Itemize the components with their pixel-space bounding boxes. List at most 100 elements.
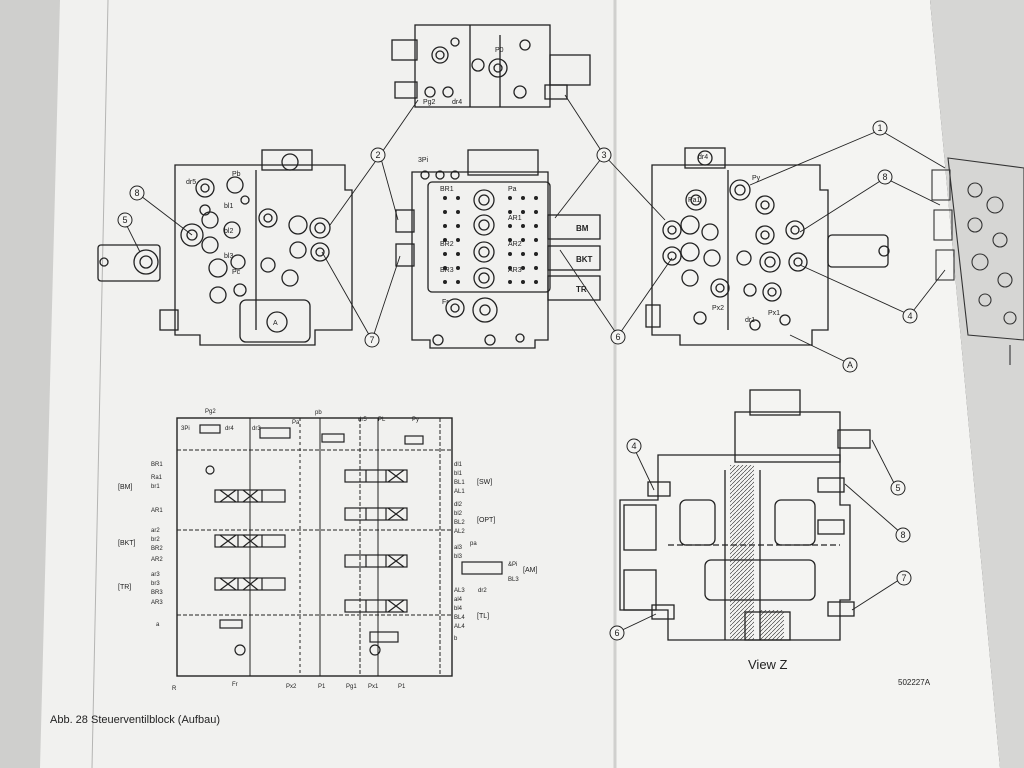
right-label-dr4: dr4 xyxy=(698,154,708,161)
center-label-ar2: AR2 xyxy=(508,241,522,248)
sch-dr2: dr2 xyxy=(478,588,487,594)
sch-group-opt: [OPT] xyxy=(477,517,495,524)
sch-right-1: bl1 xyxy=(454,471,463,477)
sch-left-6: BR2 xyxy=(151,546,163,552)
sch-am-bl3: BL3 xyxy=(508,577,519,583)
sch-right-0: dl1 xyxy=(454,462,463,468)
left-label-dr5: dr5 xyxy=(186,179,196,186)
center-label-pa: Pa xyxy=(508,186,517,193)
callout-8-viewz: 8 xyxy=(900,530,905,540)
center-label-br1: BR1 xyxy=(440,186,454,193)
sch-top-5: dr5 xyxy=(358,417,367,423)
top-label-pg2: Pg2 xyxy=(423,99,436,106)
sch-right-10: bl3 xyxy=(454,554,463,560)
center-label-ar1: AR1 xyxy=(508,215,522,222)
sch-left-7: AR2 xyxy=(151,557,163,563)
sch-group-bkt: [BKT] xyxy=(118,540,136,547)
top-label-dr4: dr4 xyxy=(452,99,462,106)
sch-bottom-6: P1 xyxy=(398,684,406,690)
sch-bottom-3: P1 xyxy=(318,684,326,690)
callout-numbers: 2 3 1 8 8 5 7 6 4 A 4 5 8 7 6 xyxy=(122,123,912,638)
sch-top-1: dr4 xyxy=(225,426,234,432)
center-label-fr: Fr xyxy=(442,299,449,306)
sch-bottom-4: Pg1 xyxy=(346,684,357,690)
port-label-bkt: BKT xyxy=(576,255,593,264)
callout-7-center: 7 xyxy=(369,335,374,345)
sch-right-14: BL4 xyxy=(454,615,465,621)
sch-right-3: AL1 xyxy=(454,489,465,495)
sch-right-13: bl4 xyxy=(454,606,463,612)
callout-8-left: 8 xyxy=(134,188,139,198)
sch-top-3: Pa xyxy=(292,420,300,426)
sch-left-11: AR3 xyxy=(151,600,163,606)
callout-5-left: 5 xyxy=(122,215,127,225)
sch-left-12: a xyxy=(156,622,160,628)
sch-top-6: PL xyxy=(378,417,386,423)
left-label-bl3: bl3 xyxy=(224,253,233,260)
right-label-px2: Px2 xyxy=(712,305,724,312)
port-label-bm: BM xyxy=(576,224,589,233)
left-label-bl1: bl1 xyxy=(224,203,233,210)
sch-right-2: BL1 xyxy=(454,480,465,486)
sch-left-0: BR1 xyxy=(151,462,163,468)
figure-number: 502227A xyxy=(898,678,931,687)
callout-6-viewz: 6 xyxy=(614,628,619,638)
schematic-left-ports: BR1 Ra1 br1 AR1 ar2 br2 BR2 AR2 ar3 br3 … xyxy=(151,462,163,628)
sch-right-16: b xyxy=(454,636,458,642)
callout-1-top: 1 xyxy=(877,123,882,133)
center-label-br2: BR2 xyxy=(440,241,454,248)
callout-4-viewz: 4 xyxy=(631,441,636,451)
callout-5-viewz: 5 xyxy=(895,483,900,493)
sch-left-3: AR1 xyxy=(151,508,163,514)
schematic-spools xyxy=(199,424,503,656)
sch-top-4: pb xyxy=(315,410,322,416)
sch-top-3pi: 3Pi xyxy=(181,426,190,432)
right-label-py: Py xyxy=(752,175,761,182)
sch-right-8: pa xyxy=(470,541,477,547)
left-label-pb: Pb xyxy=(232,171,241,178)
sch-right-12: al4 xyxy=(454,597,463,603)
left-label-a: A xyxy=(273,320,278,327)
schematic-right-groups: [SW] [OPT] [AM] [TL] xyxy=(477,479,537,620)
callout-2-top: 2 xyxy=(375,150,380,160)
sch-group-tr: [TR] xyxy=(118,584,131,591)
top-label-p0: P0 xyxy=(495,47,504,54)
callout-8-right: 8 xyxy=(882,172,887,182)
sch-bottom-2: Px2 xyxy=(286,684,297,690)
sch-right-6: BL2 xyxy=(454,520,465,526)
sch-top-0: Pg2 xyxy=(205,409,216,415)
callout-a: A xyxy=(847,360,853,370)
sch-left-2: br1 xyxy=(151,484,160,490)
sch-left-4: ar2 xyxy=(151,528,160,534)
sch-left-9: br3 xyxy=(151,581,160,587)
sch-left-8: ar3 xyxy=(151,572,160,578)
right-label-pa1: Pa1 xyxy=(688,197,701,204)
sch-right-11: AL3 xyxy=(454,588,465,594)
hydraulic-schematic xyxy=(176,417,453,677)
next-page-drawing xyxy=(931,157,1024,365)
figure-caption: Abb. 28 Steuerventilblock (Aufbau) xyxy=(50,714,220,726)
valve-center-view xyxy=(395,149,601,349)
valve-left-view xyxy=(97,149,353,346)
valve-top-view xyxy=(391,24,591,108)
sch-bottom-0: R xyxy=(172,686,177,692)
sch-group-bm: [BM] xyxy=(118,484,132,491)
center-label-ar3: AR3 xyxy=(508,267,522,274)
schematic-bottom-labels: R Fr Px2 P1 Pg1 Px1 P1 xyxy=(172,682,406,692)
view-z-hatch-bottom xyxy=(760,610,784,640)
callout-3-top: 3 xyxy=(601,150,606,160)
port-label-tr: TR xyxy=(576,285,587,294)
sch-am-pi: &Pi xyxy=(508,562,517,568)
left-page xyxy=(40,0,615,768)
view-z-hatch-center xyxy=(730,465,754,640)
sch-bottom-1: Fr xyxy=(232,682,238,688)
callout-4-right: 4 xyxy=(907,311,912,321)
sch-group-sw: [SW] xyxy=(477,479,492,486)
center-label-3pi: 3Pi xyxy=(418,157,429,164)
sch-left-5: br2 xyxy=(151,537,160,543)
center-port-grid xyxy=(443,196,538,284)
schematic-am-labels: &Pi BL3 dr2 xyxy=(478,562,519,594)
sch-left-1: Ra1 xyxy=(151,475,163,481)
sch-right-7: AL2 xyxy=(454,529,465,535)
